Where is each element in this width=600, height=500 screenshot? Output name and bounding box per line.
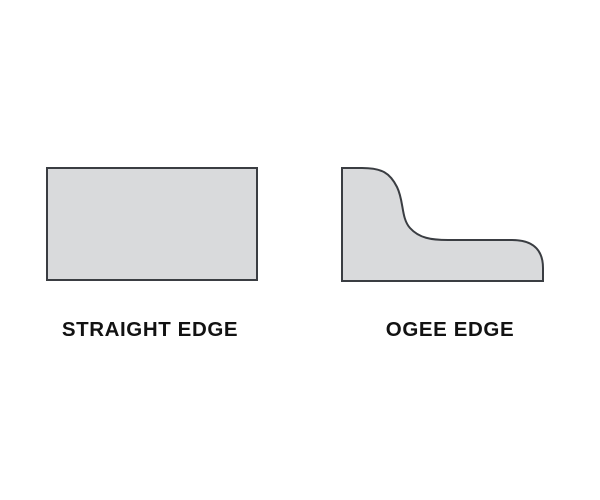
figure-straight-edge: STRAIGHT EDGE (46, 167, 258, 341)
ogee-edge-shape (341, 167, 544, 282)
figure-ogee-edge: OGEE EDGE (300, 0, 600, 500)
straight-edge-caption: STRAIGHT EDGE (61, 318, 239, 341)
ogee-edge-profile-icon (341, 167, 544, 282)
ogee-edge-caption: OGEE EDGE (385, 318, 515, 341)
straight-edge-shape (46, 167, 258, 281)
straight-edge-profile-icon (46, 167, 258, 281)
